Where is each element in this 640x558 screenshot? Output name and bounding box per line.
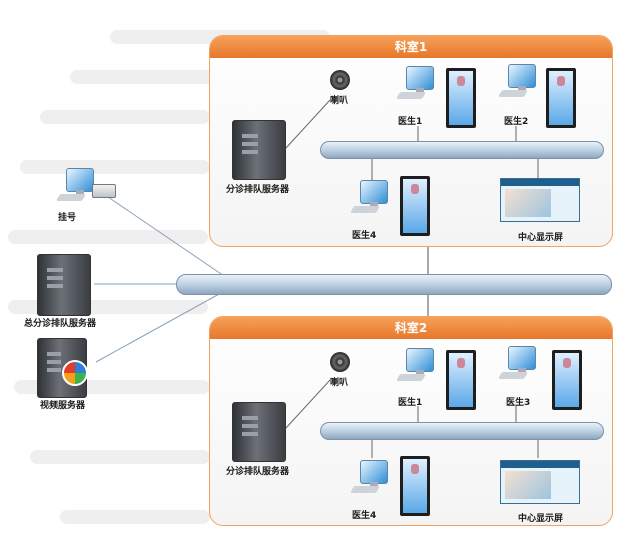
bg-stripe xyxy=(70,70,220,84)
room-1-wall-display-icon xyxy=(500,178,580,222)
room-1-speaker-icon xyxy=(330,70,350,90)
room-2-doctor-1-label: 医生1 xyxy=(398,398,423,408)
room-1-display-label: 中心显示屏 xyxy=(518,233,564,243)
main-server-icon xyxy=(37,254,91,316)
room-1-doctor-2-kiosk-icon xyxy=(546,68,576,128)
room-1-server-label: 分诊排队服务器 xyxy=(226,185,290,195)
room-2-doctor-1-pc-icon xyxy=(395,348,438,382)
room-2-speaker-label: 喇叭 xyxy=(330,378,349,388)
registration-pc-icon xyxy=(55,168,98,202)
room-1-bus xyxy=(320,141,604,159)
room-2-doctor-3-pc-icon xyxy=(497,346,540,380)
bg-stripe xyxy=(60,510,210,524)
registration-label: 挂号 xyxy=(58,213,77,223)
room-1-doctor-1-kiosk-icon xyxy=(446,68,476,128)
room-2-doctor-3-label: 医生3 xyxy=(506,398,531,408)
room-1-doctor-4-kiosk-icon xyxy=(400,176,430,236)
main-server-label: 总分诊排队服务器 xyxy=(24,319,97,329)
bg-stripe xyxy=(8,230,208,244)
room-2-display-label: 中心显示屏 xyxy=(518,514,564,524)
room-2-server-label: 分诊排队服务器 xyxy=(226,467,290,477)
video-server-label: 视频服务器 xyxy=(40,401,86,411)
room-1-title: 科室1 xyxy=(210,36,612,58)
main-network-bus xyxy=(176,274,612,295)
room-2-doctor-4-label: 医生4 xyxy=(352,511,377,521)
bg-stripe xyxy=(30,450,210,464)
room-1-doctor-4-label: 医生4 xyxy=(352,231,377,241)
room-1-server-icon xyxy=(232,120,286,180)
room-2-doctor-4-kiosk-icon xyxy=(400,456,430,516)
room-1-doctor-1-label: 医生1 xyxy=(398,117,423,127)
media-icon xyxy=(62,360,88,386)
room-2-doctor-3-kiosk-icon xyxy=(552,350,582,410)
room-2-doctor-1-kiosk-icon xyxy=(446,350,476,410)
room-2-bus xyxy=(320,422,604,440)
room-2-title: 科室2 xyxy=(210,317,612,339)
room-1-doctor-2-label: 医生2 xyxy=(504,117,529,127)
room-1-doctor-2-pc-icon xyxy=(497,64,540,98)
room-2-server-icon xyxy=(232,402,286,462)
room-2-doctor-4-pc-icon xyxy=(349,460,392,494)
room-1-doctor-1-pc-icon xyxy=(395,66,438,100)
bg-stripe xyxy=(40,110,210,124)
room-2-speaker-icon xyxy=(330,352,350,372)
room-1-doctor-4-pc-icon xyxy=(349,180,392,214)
room-2-wall-display-icon xyxy=(500,460,580,504)
room-1-speaker-label: 喇叭 xyxy=(330,96,349,106)
printer-icon xyxy=(92,184,116,198)
